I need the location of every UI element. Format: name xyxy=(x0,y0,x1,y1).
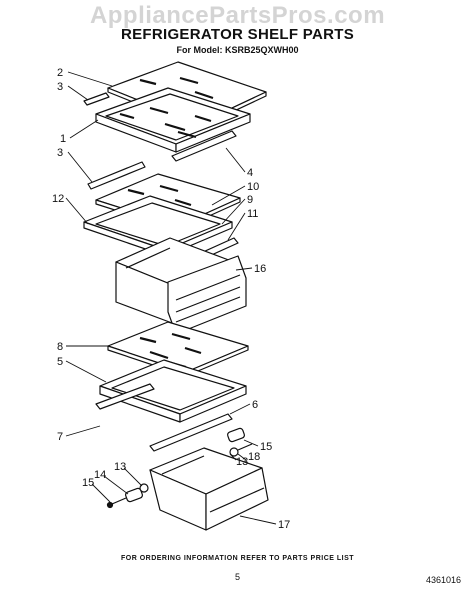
page-number: 5 xyxy=(234,572,240,582)
part-callouts: 2 3 1 3 4 10 9 12 11 16 8 5 6 7 15 18 13… xyxy=(52,67,290,531)
page-title: REFRIGERATOR SHELF PARTS xyxy=(120,26,355,43)
pan-hardware xyxy=(106,427,253,509)
callout-13b: 13 xyxy=(114,461,126,473)
callout-15: 15 xyxy=(260,441,272,453)
callout-15b: 15 xyxy=(82,477,94,489)
callout-leaders xyxy=(65,71,277,525)
crisper-drawer xyxy=(115,237,247,335)
callout-11: 11 xyxy=(247,208,258,220)
callout-17: 17 xyxy=(278,519,290,531)
callout-8: 8 xyxy=(57,341,63,353)
callout-12: 12 xyxy=(52,193,64,205)
lower-shelf-frame xyxy=(95,359,247,423)
callout-13: 13 xyxy=(236,456,248,468)
callout-5: 5 xyxy=(57,356,63,368)
callout-3b: 3 xyxy=(57,147,63,159)
callout-2: 2 xyxy=(57,67,63,79)
upper-shelf-frame xyxy=(95,87,251,153)
callout-7: 7 xyxy=(57,431,63,443)
callout-10: 10 xyxy=(247,181,259,193)
callout-18: 18 xyxy=(248,451,260,463)
cover-rail xyxy=(149,413,233,452)
callout-9: 9 xyxy=(247,194,253,206)
site-watermark: AppliancePartsPros.com xyxy=(89,2,386,29)
callout-16: 16 xyxy=(254,263,266,275)
callout-14: 14 xyxy=(94,469,106,481)
callout-6: 6 xyxy=(252,399,258,411)
meat-pan xyxy=(149,447,269,531)
callout-1: 1 xyxy=(60,133,66,145)
ordering-note: FOR ORDERING INFORMATION REFER TO PARTS … xyxy=(120,555,355,562)
callout-4: 4 xyxy=(247,167,253,179)
callout-3: 3 xyxy=(57,81,63,93)
drawing-number: 4361016 xyxy=(425,575,461,585)
model-subtitle: For Model: KSRB25QXWH00 xyxy=(176,45,299,55)
